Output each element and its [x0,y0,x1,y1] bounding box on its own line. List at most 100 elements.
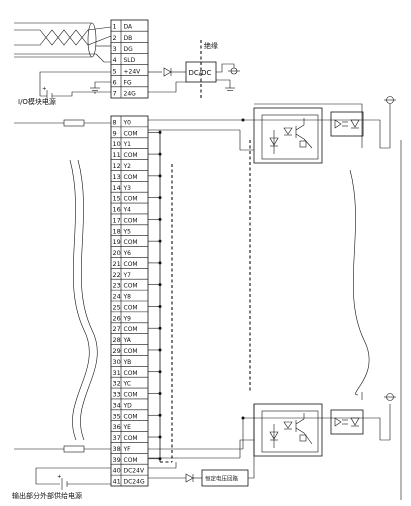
pin-signal: YC [123,381,132,388]
pin-signal: COM [124,217,138,224]
y0-led-icon [283,127,293,135]
output-external-supply: + 输出部分外部供给电源 恒定电压回路 [12,404,255,500]
com-junction [158,304,162,308]
shielded-cable [14,22,112,63]
power-minus-wire [52,91,111,97]
dcdc-converter: DC/DC 绝缘 [148,40,240,98]
pin-number: 21 [113,260,121,268]
pin-signal: COM [124,435,138,442]
com-junction [158,261,162,265]
y0-external-resistor [63,119,85,127]
pin-signal: DC24G [124,479,145,486]
pin-number: 10 [113,140,121,148]
isolation-label: 绝缘 [204,41,218,50]
pin-signal: COM [124,457,138,464]
com-junction [158,348,162,352]
pin-number: 30 [113,358,121,366]
pin-number: 31 [113,369,121,377]
pin-number: 24 [113,293,121,301]
pin-number: 26 [113,314,121,322]
pin-signal: COM [124,261,138,268]
pin-number: 3 [113,45,117,53]
pin-signal: YB [123,359,132,366]
pin-signal: YE [123,424,132,431]
y0-load-box [330,111,364,137]
pin-number: 1 [113,23,117,31]
yf-inner-box [261,410,319,453]
battery-plus-sign: + [42,86,47,92]
com-junction [158,392,162,395]
pin-signal: COM [124,130,138,137]
pin-number: 28 [113,336,121,344]
constant-voltage-label: 恒定电压回路 [205,475,239,483]
io-power-supply: + I/O模块电源 [18,71,111,106]
com-junction [158,370,162,374]
pin-signal: 24G [124,91,137,98]
pin-number: 18 [113,227,121,235]
yf-external-resistor [63,445,85,453]
pin-signal: Y9 [123,315,132,322]
pin-number: 22 [113,271,121,279]
shield-end [87,22,97,58]
com-junction [158,152,162,156]
pin-number: 23 [113,282,121,290]
dcdc-output-wire [216,63,235,73]
pin-number: 16 [113,206,121,214]
pin-number: 11 [113,151,121,159]
pin-signal: DG [124,46,134,53]
pin-signal: YD [123,402,133,409]
pin-signal: COM [124,239,138,246]
pin-signal: Y5 [123,228,132,235]
pin-number: 14 [113,184,121,192]
pin-signal: COM [124,196,138,203]
pin-number: 12 [113,162,121,170]
left-break-curve-a [69,159,90,441]
pin-number: 19 [113,238,121,246]
com-junction [158,174,162,178]
y0-output-circuit [148,96,396,164]
pin-signal: DC24V [124,468,145,475]
dcdc-label: DC/DC [189,69,212,77]
yf-load-led-icon [334,417,342,427]
pin-signal: COM [124,413,138,420]
pin-number: 38 [113,445,121,453]
yf-optocoupler-box [253,403,323,457]
pin-number: 17 [113,216,121,224]
y0-load-led-icon [334,119,342,129]
pin-signal: COM [124,152,138,159]
pin-signal: YF [123,446,132,453]
external-output-wires [14,119,370,453]
pin-signal: COM [124,283,138,290]
pin-signal: Y8 [123,294,132,301]
pin-number: 33 [113,391,121,399]
pin-signal: Y1 [123,141,132,148]
pin-signal: Y7 [123,272,132,279]
pin-signal: SLD [124,57,136,64]
pin-number: 40 [113,467,121,475]
dcdc-ground-wire [148,81,186,93]
yf-led-icon [283,421,293,429]
pin-signal: COM [124,174,138,181]
pin-number: 35 [113,412,121,420]
twisted-wire-a [14,26,112,46]
pin-number: 25 [113,303,121,311]
pin-signal: COM [124,392,138,399]
com-junction [158,196,162,200]
pin-number: 4 [113,56,117,64]
yf-load-box [330,409,364,435]
io-power-label: I/O模块电源 [18,97,56,106]
pin-number: 13 [113,173,121,181]
power-plus-wire [39,71,111,97]
pin-signal: DB [124,35,133,42]
pin-number: 20 [113,249,121,257]
pin-number: 41 [113,478,121,486]
pin-number: 9 [113,129,117,137]
pin-signal: COM [124,304,138,311]
pin-number: 36 [113,423,121,431]
output-supply-label: 输出部分外部供给电源 [12,491,82,500]
module-outer-frame [254,103,402,500]
pin-number: 34 [113,401,121,409]
yf-output-circuit [148,393,396,459]
